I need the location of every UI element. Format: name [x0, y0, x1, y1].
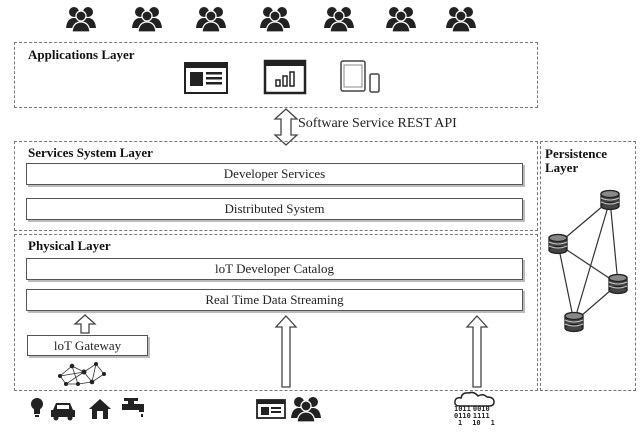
faucet-icon — [122, 398, 144, 417]
users-icon — [290, 396, 322, 423]
browser-window-icon — [256, 399, 286, 419]
binary-text: 0010 — [472, 405, 490, 413]
users-icon — [195, 6, 227, 33]
developer-services-box: Developer Services — [26, 163, 523, 185]
services-layer-title: Services System Layer — [28, 145, 153, 160]
binary-digits: 1011 0010 0110 1111 1 10 1 — [454, 406, 495, 427]
real-time-data-streaming-box: Real Time Data Streaming — [26, 289, 523, 311]
binary-text: 10 — [472, 419, 481, 427]
persistence-title-line2: Layer — [545, 160, 579, 175]
users-icon — [131, 6, 163, 33]
iot-gateway-box: loT Gateway — [27, 335, 148, 356]
persistence-layer — [540, 141, 636, 391]
dashboard-chart-icon — [263, 59, 307, 95]
binary-text: 1011 — [454, 405, 471, 413]
binary-text: 1 — [458, 419, 463, 427]
users-icon — [323, 6, 355, 33]
devices-icon — [340, 60, 380, 93]
database-icon — [600, 189, 620, 211]
users-icon — [65, 6, 97, 33]
iot-developer-catalog-box: loT Developer Catalog — [26, 258, 523, 280]
applications-layer-title: Applications Layer — [28, 47, 135, 62]
binary-text: 1111 — [472, 412, 490, 420]
users-icon — [445, 6, 477, 33]
applications-layer — [14, 42, 538, 108]
browser-window-icon — [184, 62, 228, 94]
house-icon — [89, 399, 111, 419]
services-system-layer — [14, 141, 538, 231]
binary-text: 0110 — [454, 412, 471, 420]
lightbulb-icon — [31, 398, 43, 417]
up-arrow-icon — [73, 314, 97, 334]
up-arrow-icon — [465, 315, 489, 388]
cloud-data-icon — [454, 391, 495, 407]
network-icon — [58, 362, 106, 386]
users-icon — [259, 6, 291, 33]
physical-layer — [14, 234, 538, 391]
api-label: Software Service REST API — [298, 116, 457, 131]
database-network — [548, 189, 628, 333]
up-arrow-icon — [274, 315, 298, 388]
binary-text: 1 — [490, 419, 495, 427]
distributed-system-box: Distributed System — [26, 198, 523, 220]
persistence-layer-title: Persistence Layer — [545, 147, 607, 175]
database-icon — [564, 311, 584, 333]
database-icon — [608, 273, 628, 295]
database-icon — [548, 233, 568, 255]
double-arrow-icon — [273, 108, 299, 146]
users-icon — [385, 6, 417, 33]
persistence-title-line1: Persistence — [545, 146, 608, 161]
physical-layer-title: Physical Layer — [28, 238, 111, 253]
car-icon — [51, 403, 75, 421]
